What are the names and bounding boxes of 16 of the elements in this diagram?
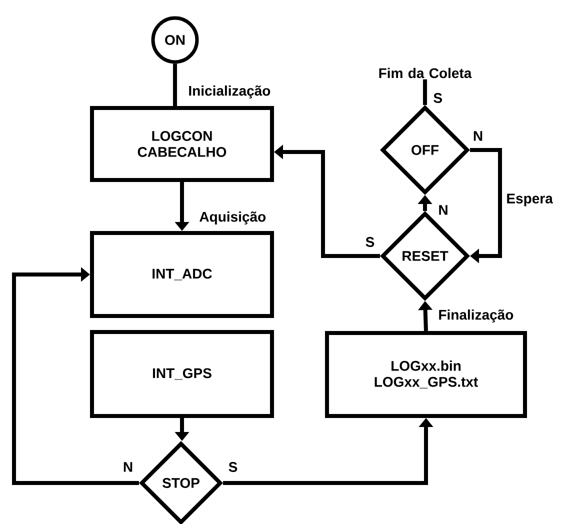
edge-label: S: [228, 462, 238, 472]
edge-label: Finalização: [439, 309, 514, 322]
edge-label: Aquisição: [200, 211, 266, 224]
arrow: [12, 267, 139, 485]
arrow: [470, 148, 502, 264]
process-box: LOGCON CABECALHO: [90, 106, 274, 182]
process-box: INT_GPS: [90, 330, 274, 418]
process-box: LOGxx.bin LOGxx_GPS.txt: [325, 330, 527, 418]
branch-label: N: [474, 131, 482, 141]
edge-label: S: [366, 237, 374, 247]
edge-label: N: [124, 462, 132, 472]
end-label: Fim da Coleta: [379, 68, 472, 78]
edge-label: Espera: [507, 194, 553, 206]
edge-label: S: [434, 93, 442, 103]
edge-label: Inicialização: [189, 85, 270, 98]
process-box: INT_ADC: [90, 231, 274, 318]
